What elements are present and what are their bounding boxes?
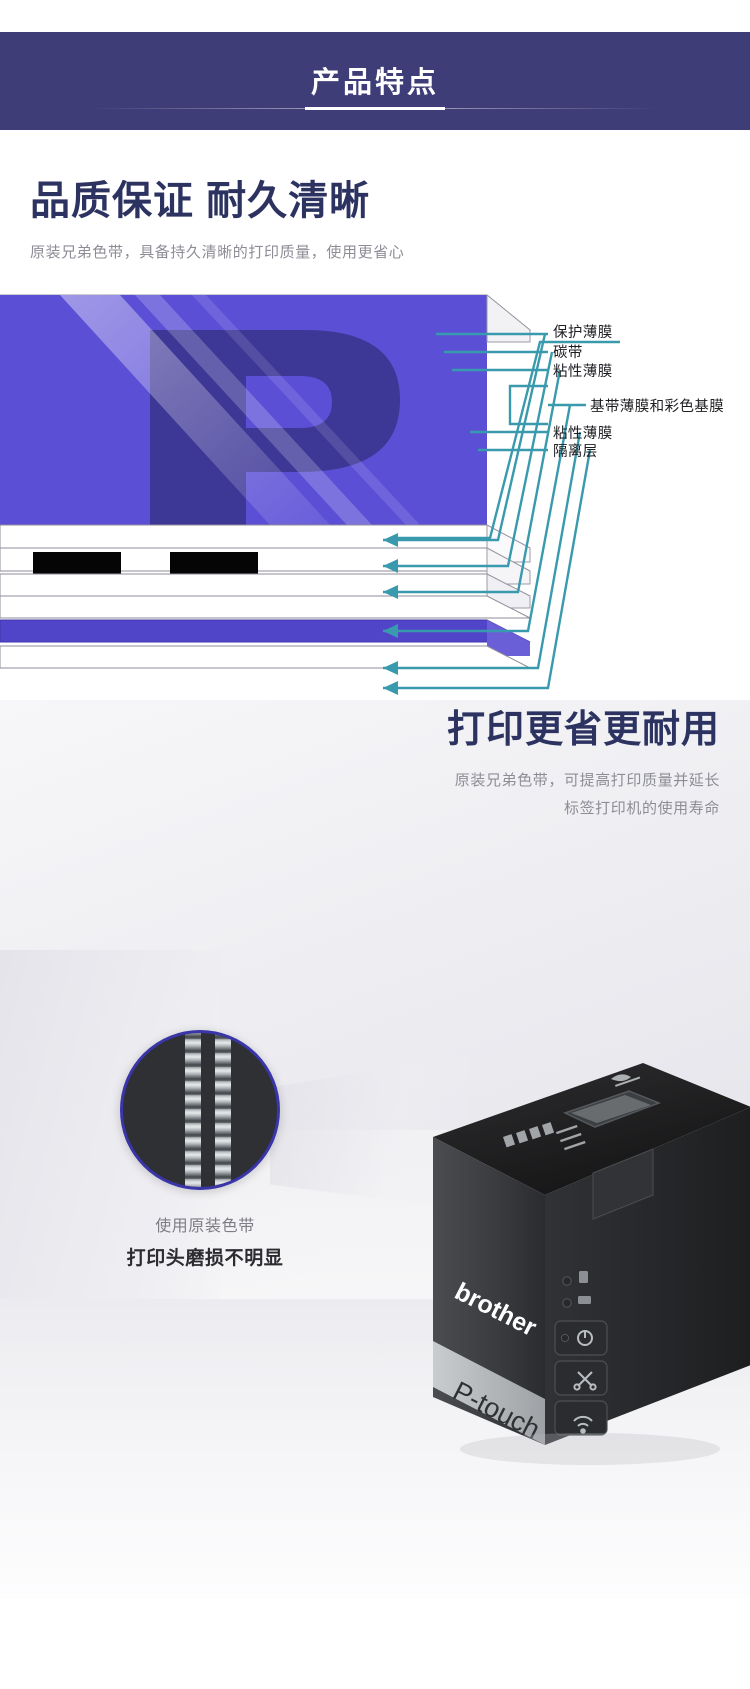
cut-button xyxy=(554,1360,608,1396)
print-head-element-row-2 xyxy=(215,1033,231,1187)
quality-heading: 品质保证 耐久清晰 xyxy=(30,179,371,223)
layer-color-base-film xyxy=(0,595,531,619)
layer-release-liner xyxy=(0,645,531,669)
printer-top-markings xyxy=(503,1122,586,1151)
printer-tape-cover xyxy=(592,1148,654,1220)
print-head-element-row-1 xyxy=(185,1033,201,1187)
printer-product-image: brother P-touch xyxy=(415,1045,750,1475)
printer-top-logo xyxy=(611,1074,641,1087)
printer-model-band xyxy=(433,1341,545,1445)
printer-top-cover xyxy=(433,1063,750,1195)
quality-subheading: 原装兄弟色带，具备持久清晰的打印质量，使用更省心 xyxy=(30,244,405,261)
magnifier-caption: 使用原装色带 打印头磨损不明显 xyxy=(60,1212,350,1270)
wifi-icon xyxy=(573,1415,593,1434)
battery-indicator-icon xyxy=(578,1296,591,1304)
print-head-magnifier xyxy=(120,1030,280,1190)
printer-shadow xyxy=(460,1433,720,1465)
durability-subheading: 原装兄弟色带，可提高打印质量并延长 标签打印机的使用寿命 xyxy=(447,767,720,823)
magnifier-caption-big: 打印头磨损不明显 xyxy=(126,1248,284,1269)
tape-indicator xyxy=(562,1276,572,1286)
power-button xyxy=(554,1320,608,1356)
leader-lines xyxy=(392,340,620,540)
tape-layer-diagram: 保护薄膜 碳带 粘性薄膜 基带薄膜和彩色基膜 粘性薄膜 隔离层 xyxy=(0,290,750,700)
top-spacer xyxy=(0,0,750,32)
battery-indicator xyxy=(562,1298,572,1308)
banner-rule-center xyxy=(305,107,445,110)
banner-title: 产品特点 xyxy=(310,66,439,99)
durability-heading-group: 打印更省更耐用 原装兄弟色带，可提高打印质量并延长 标签打印机的使用寿命 xyxy=(447,708,720,822)
section-banner: 产品特点 xyxy=(0,32,750,130)
label-rails xyxy=(436,332,586,452)
durability-heading: 打印更省更耐用 xyxy=(446,709,720,751)
leader-arrowheads xyxy=(383,533,398,695)
durability-subheading-line2: 标签打印机的使用寿命 xyxy=(563,799,720,817)
banner-rule xyxy=(0,107,750,110)
durability-subheading-line1: 原装兄弟色带，可提高打印质量并延长 xyxy=(454,771,720,789)
layer-top-protective-film xyxy=(0,293,532,525)
tape-indicator-icon xyxy=(579,1271,588,1283)
printer-side-panel xyxy=(545,1107,750,1445)
banner-rule-right xyxy=(445,108,660,109)
magnifier-caption-small: 使用原装色带 xyxy=(155,1218,255,1235)
printer-control-panel xyxy=(554,1271,608,1436)
cut-icon xyxy=(573,1371,597,1391)
banner-rule-left xyxy=(90,108,305,109)
power-icon xyxy=(577,1330,593,1346)
quality-section: 品质保证 耐久清晰 原装兄弟色带，具备持久清晰的打印质量，使用更省心 xyxy=(0,130,750,262)
